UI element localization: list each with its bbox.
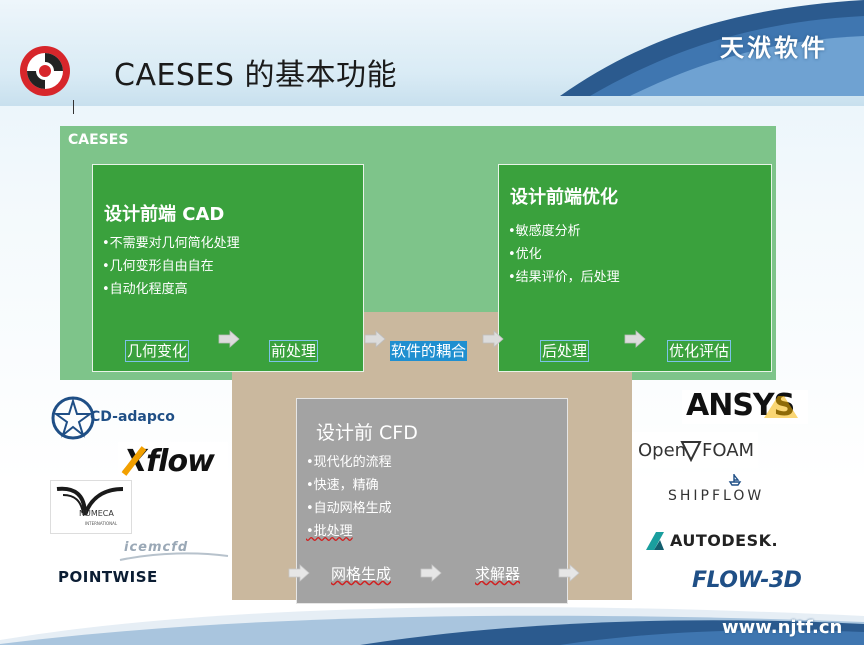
icemcfd-text: icemcfd (124, 540, 189, 555)
openfoam-foam-text: FOAM (702, 440, 755, 461)
step-postprocessing: 后处理 (539, 340, 590, 362)
page-title: CAESES 的基本功能 (114, 58, 398, 93)
right-arrow-icon (364, 330, 386, 348)
optimization-bullet: •敏感度分析 (508, 224, 581, 239)
cd-adapco-emblem-icon (51, 396, 95, 440)
shipflow-text: SHIPFLOW (668, 488, 765, 504)
right-arrow-icon (482, 330, 504, 348)
autodesk-emblem-icon (646, 532, 664, 550)
step-mesh-generation: 网格生成 (330, 564, 393, 584)
right-arrow-icon (288, 564, 310, 582)
openfoam-nabla-icon (680, 441, 702, 462)
flow3d-text: FLOW-3D (692, 568, 802, 593)
ansys-logo: ANSYS (682, 388, 808, 424)
caeses-panel-label: CAESES (68, 132, 129, 148)
xflow-x-accent-icon (121, 446, 147, 476)
header-swoosh (560, 0, 864, 96)
right-arrow-icon (420, 564, 442, 582)
cfd-bullet: •快速，精确 (306, 478, 379, 493)
shipflow-logo: SHIPFLOW (662, 472, 808, 508)
cad-bullet: •自动化程度高 (102, 282, 188, 297)
optimization-title: 设计前端优化 (510, 187, 618, 208)
numeca-logo: NUMECA INTERNATIONAL (50, 480, 132, 534)
brand-name: 天洑软件 (720, 34, 828, 62)
company-logo-icon (20, 46, 70, 96)
optimization-bullet: •优化 (508, 247, 542, 262)
cad-title: 设计前端 CAD (104, 204, 225, 225)
openfoam-logo: Open FOAM (632, 432, 758, 468)
optimization-bullet: •结果评价，后处理 (508, 270, 620, 285)
pointwise-logo: POINTWISE (58, 568, 166, 590)
right-arrow-icon (558, 564, 580, 582)
cd-adapco-logo: CD-adapco (50, 395, 175, 441)
cfd-bullet: •自动网格生成 (306, 501, 392, 516)
icemcfd-swoosh-icon (119, 552, 229, 561)
autodesk-text: AUTODESK. (670, 531, 779, 550)
step-software-coupling: 软件的耦合 (390, 341, 468, 361)
text-cursor (73, 100, 74, 114)
step-optimization-evaluation: 优化评估 (666, 340, 732, 362)
flow3d-logo: FLOW-3D (688, 568, 812, 596)
autodesk-logo: AUTODESK. (640, 528, 778, 554)
cad-bullet: •不需要对几何简化处理 (102, 236, 240, 251)
numeca-text: NUMECA (79, 509, 114, 518)
ansys-accent-icon (764, 396, 798, 418)
step-solver: 求解器 (474, 564, 522, 584)
footer-swoosh (0, 607, 864, 645)
right-arrow-icon (218, 330, 240, 348)
numeca-emblem-icon (56, 486, 124, 516)
pointwise-text: POINTWISE (58, 568, 158, 586)
cad-bullet: •几何变形自由自在 (102, 259, 214, 274)
website-url: www.njtf.cn (722, 617, 843, 638)
xflow-logo: Xflow (118, 442, 228, 482)
shipflow-ship-icon (728, 474, 742, 486)
cfd-bullet: •批处理 (306, 524, 353, 539)
step-preprocessing: 前处理 (268, 340, 319, 362)
cd-adapco-text: CD-adapco (90, 409, 175, 425)
cfd-title: 设计前 CFD (316, 422, 418, 444)
numeca-subtext: INTERNATIONAL (85, 521, 118, 526)
openfoam-open-text: Open (638, 440, 687, 461)
step-geometry-change: 几何变化 (124, 340, 190, 362)
cfd-bullet: •现代化的流程 (306, 455, 392, 470)
right-arrow-icon (624, 330, 646, 348)
icemcfd-logo: icemcfd (118, 538, 230, 562)
